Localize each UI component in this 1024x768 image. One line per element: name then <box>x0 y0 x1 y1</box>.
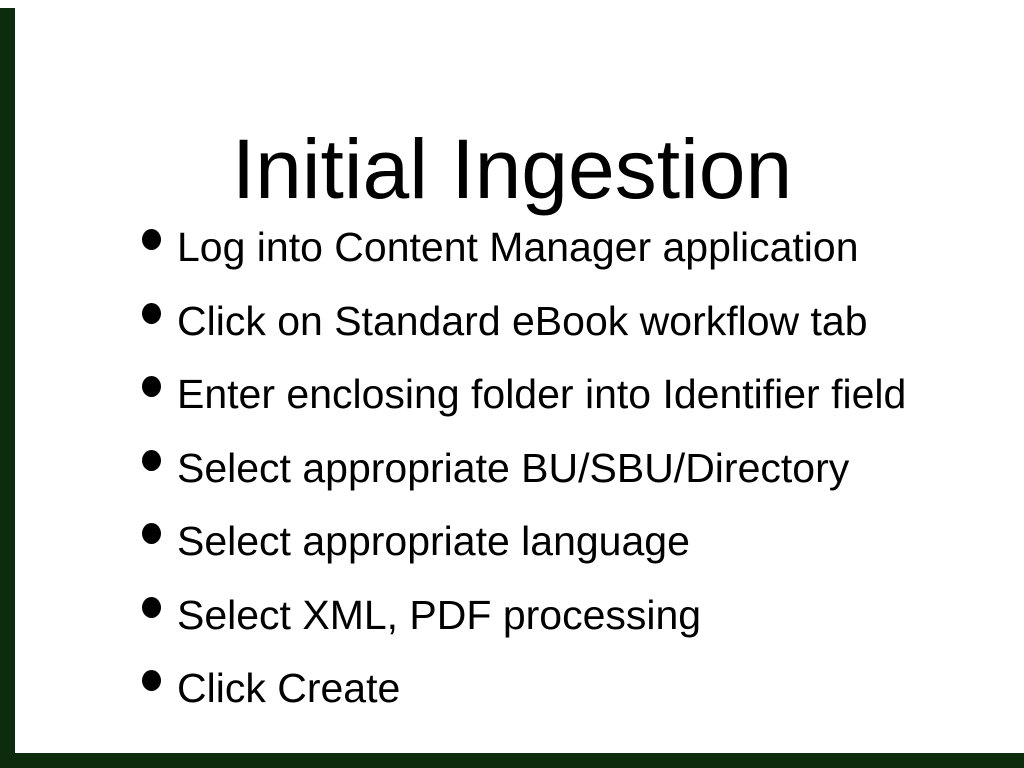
list-item: Log into Content Manager application <box>142 227 906 301</box>
list-item: Select appropriate BU/SBU/Directory <box>142 444 906 522</box>
bullet-text: Select appropriate BU/SBU/Directory <box>177 444 850 491</box>
bullet-text: Click Create <box>177 665 401 711</box>
slide-title: Initial Ingestion <box>231 122 793 217</box>
list-item: Enter enclosing folder into Identifier f… <box>142 374 906 448</box>
bullet-text: Select appropriate language <box>177 518 690 564</box>
list-item: Select XML, PDF processing <box>142 591 906 669</box>
bullet-list: Log into Content Manager application Cli… <box>142 227 906 742</box>
bullet-dot-icon <box>142 302 161 324</box>
bullet-text: Click on Standard eBook workflow tab <box>177 297 868 344</box>
list-item: Click Create <box>142 668 906 742</box>
bottom-accent-bar <box>8 753 1024 768</box>
bullet-dot-icon <box>142 596 161 618</box>
bullet-text: Select XML, PDF processing <box>177 591 702 638</box>
bullet-dot-icon <box>142 376 161 397</box>
bullet-text: Log into Content Manager application <box>177 224 859 270</box>
list-item: Select appropriate language <box>142 521 906 595</box>
bullet-dot-icon <box>142 523 161 544</box>
bullet-dot-icon <box>142 229 161 250</box>
bullet-text: Enter enclosing folder into Identifier f… <box>177 371 907 417</box>
list-item: Click on Standard eBook workflow tab <box>142 297 906 375</box>
left-accent-bar <box>0 8 15 768</box>
bullet-dot-icon <box>142 670 161 691</box>
bullet-dot-icon <box>142 449 161 471</box>
